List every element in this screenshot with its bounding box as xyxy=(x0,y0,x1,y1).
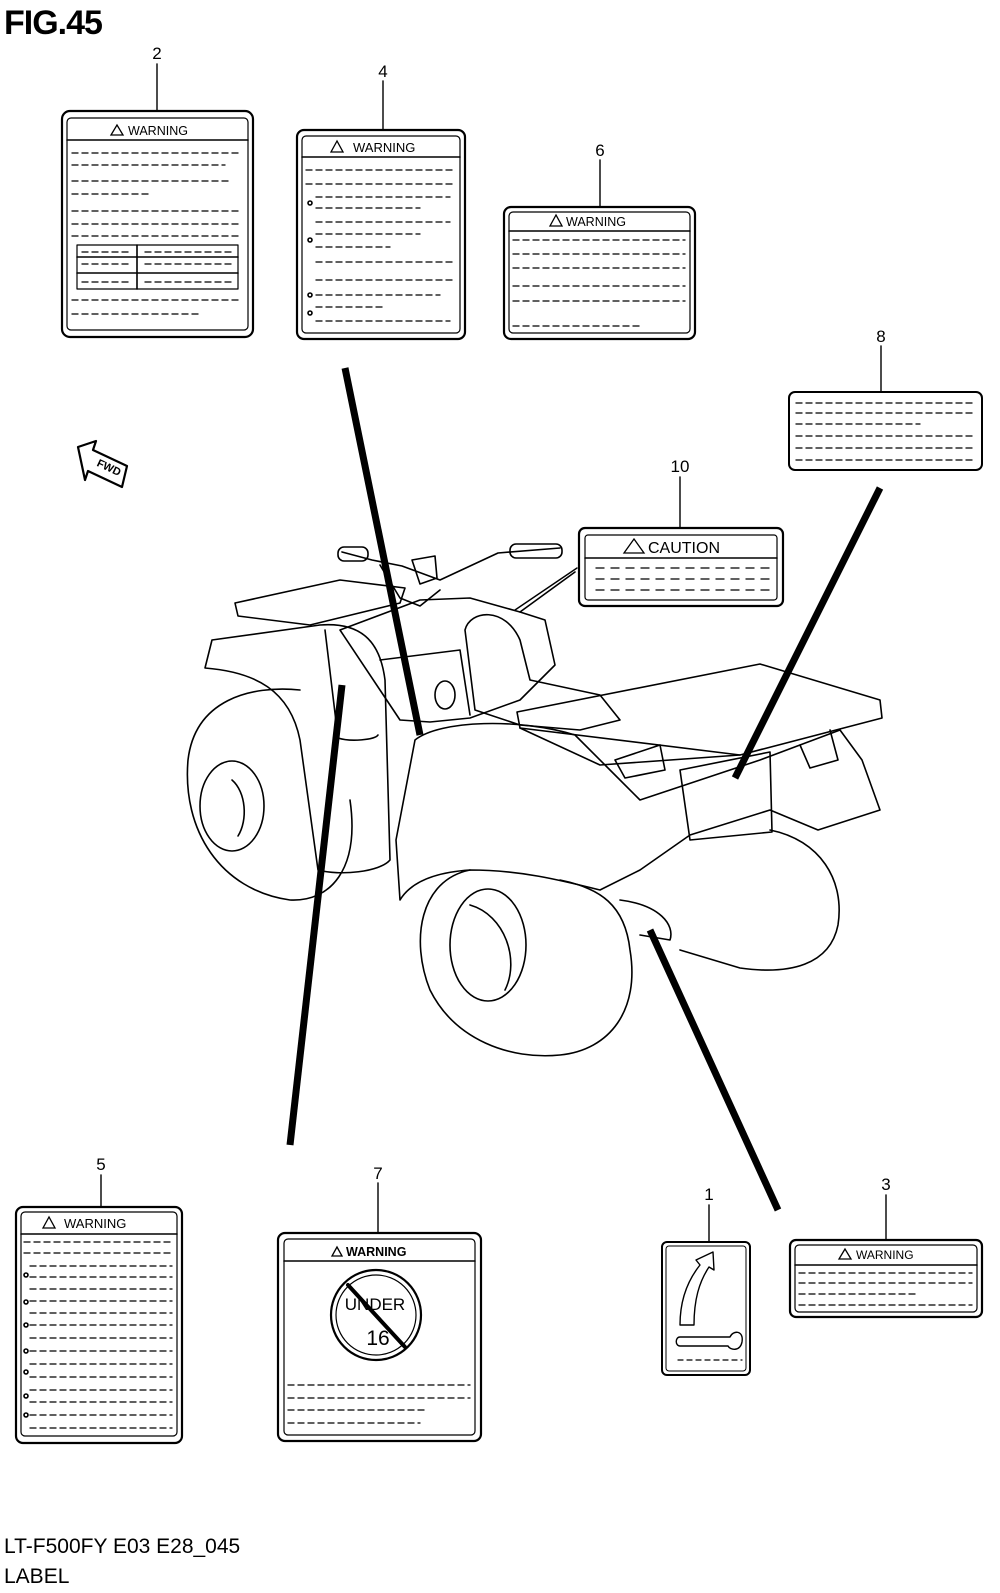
ref-number-1: 1 xyxy=(704,1185,713,1204)
fwd-arrow xyxy=(76,439,129,489)
ref-number-5: 5 xyxy=(96,1155,105,1174)
handlebar xyxy=(341,547,561,581)
label-2 xyxy=(60,63,255,339)
label-8 xyxy=(788,345,983,471)
ref-number-10: 10 xyxy=(671,457,690,476)
front-left-wheel xyxy=(186,688,353,901)
rear-fender xyxy=(395,722,881,901)
label-5-header: WARNING xyxy=(64,1216,126,1231)
front-rack xyxy=(234,579,406,626)
warning-triangle-icon xyxy=(330,1245,344,1257)
center-body xyxy=(339,597,556,723)
atv-illustration xyxy=(186,543,883,1057)
ref-number-2: 2 xyxy=(152,44,161,63)
label-5 xyxy=(14,1174,184,1445)
rear-left-hub xyxy=(449,888,527,1002)
ref-number-6: 6 xyxy=(595,141,604,160)
sheet-name: LABEL xyxy=(4,1565,70,1588)
rear-left-wheel xyxy=(419,869,633,1057)
fig-title: FIG.45 xyxy=(4,4,103,42)
under-16-badge xyxy=(329,1268,423,1362)
warning-triangle-icon xyxy=(41,1215,57,1229)
label-3-header: WARNING xyxy=(856,1248,914,1262)
label-10-header: CAUTION xyxy=(648,540,720,557)
label-3 xyxy=(788,1194,984,1319)
front-left-hub xyxy=(199,760,265,852)
warning-triangle-icon xyxy=(109,123,125,136)
label-1 xyxy=(661,1204,751,1376)
front-fender xyxy=(204,623,391,874)
label-6-header: WARNING xyxy=(566,215,626,229)
warning-triangle-icon xyxy=(837,1247,853,1260)
badge-age-text: 16 xyxy=(366,1327,389,1350)
label-4-header: WARNING xyxy=(353,140,415,155)
ref-number-7: 7 xyxy=(373,1164,382,1183)
leader-lines xyxy=(286,367,884,1212)
seat xyxy=(464,613,621,731)
label-10 xyxy=(577,476,785,608)
label-7-header: WARNING xyxy=(346,1245,406,1259)
warning-triangle-icon xyxy=(622,537,646,554)
rear-right-wheel xyxy=(679,829,840,971)
rear-rack xyxy=(516,663,883,756)
ref-number-4: 4 xyxy=(378,62,387,81)
pictogram-arrow-icon xyxy=(679,1251,715,1326)
warning-triangle-icon xyxy=(548,213,564,227)
warning-triangle-icon xyxy=(329,139,345,153)
label-6 xyxy=(502,159,697,341)
label-7 xyxy=(276,1182,483,1443)
label-4 xyxy=(295,80,467,341)
ref-number-8: 8 xyxy=(876,327,885,346)
pictogram-wrench-icon xyxy=(675,1331,743,1350)
ref-number-3: 3 xyxy=(881,1175,890,1194)
badge-under-text: UNDER xyxy=(345,1295,405,1314)
model-code: LT-F500FY E03 E28_045 xyxy=(4,1535,241,1558)
label-2-header: WARNING xyxy=(128,124,188,138)
